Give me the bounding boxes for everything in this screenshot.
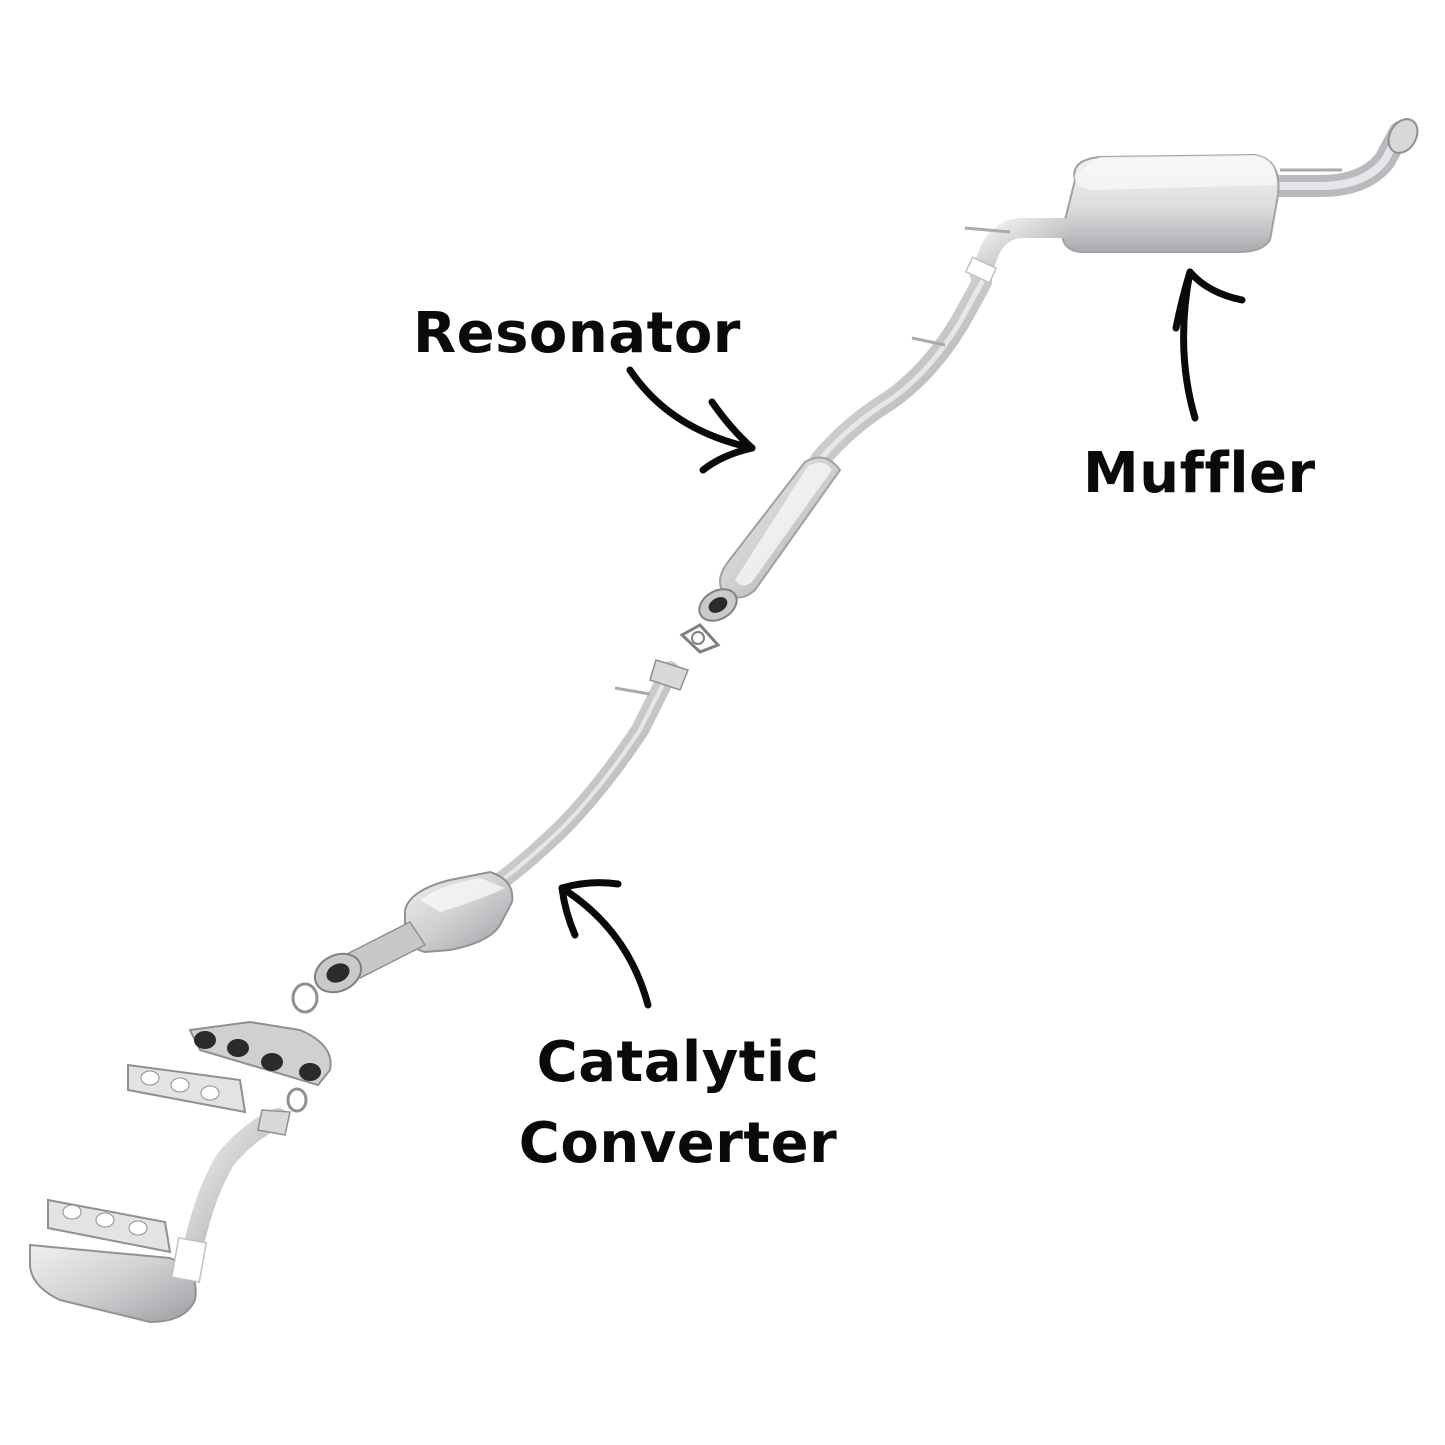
muffler-label: Muffler [1083,441,1316,506]
flex-pipe [185,1108,288,1250]
catalytic-arrow [558,884,652,1009]
resonator-gasket [679,623,721,654]
tailpipe-tip [1387,118,1419,154]
flex-gasket [286,1087,308,1113]
resonator-arrow [626,366,756,452]
catalytic-converter-assembly [291,659,689,1014]
catalytic-converter-label: Catalytic Converter [513,1022,843,1184]
resonator-label: Resonator [413,301,741,366]
header-collector [28,1243,197,1324]
inlet-gasket [291,982,319,1014]
manifold-assembly [28,1020,332,1324]
muffler-assembly [964,118,1419,285]
front-pipe [486,661,679,894]
catalytic-label-line1: Catalytic [536,1030,820,1095]
catalytic-label-line2: Converter [518,1111,838,1177]
tailpipe [1251,121,1411,197]
exhaust-manifold [188,1020,332,1087]
arrows [558,268,1246,1009]
resonator-assembly [679,256,998,654]
muffler-inlet-pipe [970,218,1072,285]
